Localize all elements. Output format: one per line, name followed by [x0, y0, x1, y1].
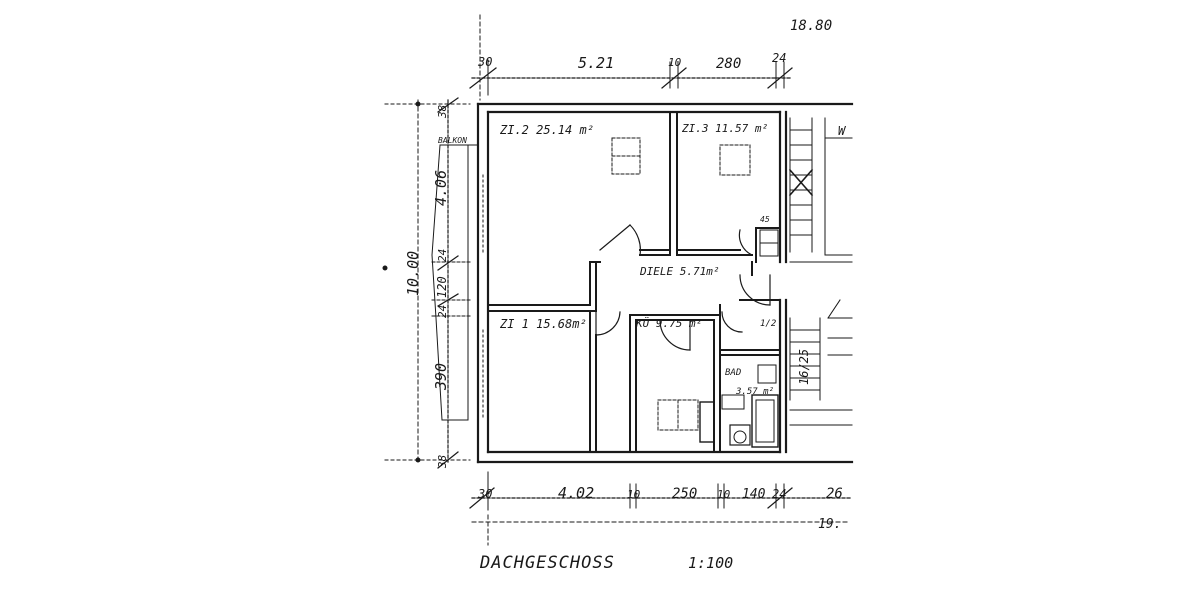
dim-bottom-402: 4.02 [558, 484, 594, 502]
dim-top-24: 24 [772, 51, 786, 65]
door-swings [595, 224, 771, 351]
interior-walls [487, 111, 781, 453]
dim-top-280: 280 [716, 56, 741, 72]
dim-top-521: 5.21 [578, 54, 614, 72]
dim-left-120: 120 [435, 276, 449, 298]
dim-top-30: 30 [477, 55, 492, 69]
drawing-title: DACHGESCHOSS [479, 553, 615, 573]
stair-label-small: 1/2 [760, 319, 776, 329]
room-label-zi1: ZI 1 15.68m² [499, 317, 587, 331]
dim-left-24b: 24 [436, 305, 449, 318]
stairs-lower [789, 299, 853, 426]
room-label-kue: KÜ 9.75 m² [635, 317, 702, 330]
stairs-upper [788, 117, 853, 263]
dim-bottom-140: 140 [742, 487, 766, 502]
dim-bottom-26: 26 [826, 486, 843, 502]
neighbour-label-w: W [838, 124, 847, 138]
room-label-zi3: ZI.3 11.57 m² [681, 122, 768, 135]
dim-bottom-24: 24 [772, 487, 786, 501]
drawing-scale: 1:100 [688, 554, 733, 572]
dim-left-406: 4.06 [432, 170, 450, 206]
bottom-dimension-chain [469, 471, 851, 546]
dim-bottom-10b: 10 [717, 488, 731, 501]
room-label-diele: DIELE 5.71m² [639, 265, 719, 278]
bottom-right-label: 19. [818, 517, 841, 532]
stair-label-upper-small: 45 [760, 215, 770, 224]
dim-bottom-250: 250 [672, 486, 697, 502]
outer-walls [476, 102, 854, 464]
fixtures [611, 137, 779, 448]
dim-left-overall: 10.00 [404, 251, 422, 296]
balcony-label: BALKON [438, 136, 467, 145]
left-dimension-chain [382, 97, 479, 469]
plan-labels: 30 5.21 10 280 24 18.80 30 4.02 10 250 1… [404, 18, 847, 573]
top-dimension-chain [469, 14, 793, 101]
room-label-bad: BAD [725, 368, 741, 378]
stair-label-lower: 16/25 [797, 349, 811, 385]
dim-left-24a: 24 [436, 249, 449, 262]
dim-left-38-bottom: 38 [436, 454, 449, 469]
dim-left-38-top: 38 [436, 104, 449, 119]
corner-label: 18.80 [790, 18, 832, 34]
dim-left-390: 390 [432, 363, 450, 391]
room-label-zi2: ZI.2 25.14 m² [499, 123, 594, 137]
room-area-bad: 3.57 m² [735, 387, 774, 397]
dim-top-10: 10 [668, 56, 682, 69]
dim-bottom-30: 30 [477, 487, 492, 501]
dim-bottom-10a: 10 [627, 488, 641, 501]
